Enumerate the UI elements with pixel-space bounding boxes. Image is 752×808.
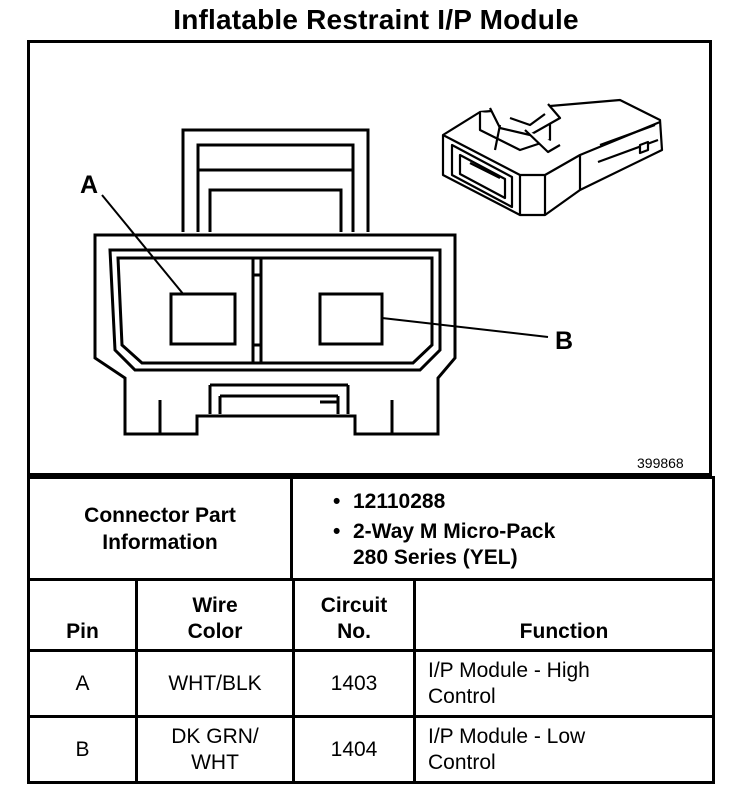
function-line1: I/P Module - Low [428, 724, 586, 748]
leader-line-b [381, 317, 549, 338]
connector-isometric [441, 98, 664, 217]
pin-table: Pin Wire Color Circuit No. Function A WH… [27, 578, 715, 784]
diagram-frame [27, 40, 712, 476]
connector-body [93, 233, 457, 436]
wire-color-line1: WHT/BLK [168, 671, 262, 695]
header-wire-color-line1: Wire [192, 594, 238, 617]
function-cell: I/P Module - High Control [413, 649, 715, 718]
terminal-cavity-a [169, 292, 237, 346]
pin-cell: B [27, 715, 138, 784]
leader-line-a [101, 194, 185, 296]
label-b: B [555, 327, 573, 355]
function-cell: I/P Module - Low Control [413, 715, 715, 784]
header-circuit-line2: No. [337, 620, 371, 643]
connector-info-label-line2: Information [102, 530, 218, 554]
description-line1: 2-Way M Micro-Pack [353, 520, 556, 543]
connector-info-table: Connector Part Information •12110288 •2-… [27, 476, 715, 581]
header-pin: Pin [27, 578, 138, 652]
connector-latch [181, 128, 370, 232]
header-circuit-line1: Circuit [320, 594, 388, 617]
wire-color-line2: WHT [191, 750, 239, 774]
connector-info-label: Connector Part Information [27, 476, 293, 581]
label-a: A [80, 171, 98, 199]
terminal-cavity-b [318, 292, 384, 346]
table-row: B DK GRN/ WHT 1404 I/P Module - Low Cont… [27, 715, 715, 784]
function-line2: Control [428, 684, 496, 708]
pin-table-header: Pin Wire Color Circuit No. Function [27, 578, 715, 652]
wire-color-cell: DK GRN/ WHT [135, 715, 295, 784]
description-item-cont: 280 Series (YEL) [333, 545, 712, 571]
wire-color-line1: DK GRN/ [171, 724, 259, 748]
circuit-cell: 1403 [292, 649, 416, 718]
pin-cell: A [27, 649, 138, 718]
part-number-item: •12110288 [333, 490, 446, 513]
table-row: A WHT/BLK 1403 I/P Module - High Control [27, 649, 715, 718]
function-line1: I/P Module - High [428, 658, 590, 682]
header-wire-color-line2: Color [187, 620, 243, 643]
part-number: 12110288 [353, 490, 446, 513]
connector-info-values: •12110288 •2-Way M Micro-Pack 280 Series… [290, 476, 715, 581]
page-title: Inflatable Restraint I/P Module [173, 4, 579, 35]
function-line2: Control [428, 750, 496, 774]
connector-info-label-line1: Connector Part [84, 503, 236, 527]
circuit-cell: 1404 [292, 715, 416, 784]
header-function: Function [413, 578, 715, 652]
header-wire-color: Wire Color [135, 578, 295, 652]
description-line2: 280 Series (YEL) [353, 546, 518, 569]
figure-id: 399868 [637, 455, 684, 471]
wire-color-cell: WHT/BLK [135, 649, 295, 718]
header-circuit: Circuit No. [292, 578, 416, 652]
description-item: •2-Way M Micro-Pack [333, 520, 556, 543]
